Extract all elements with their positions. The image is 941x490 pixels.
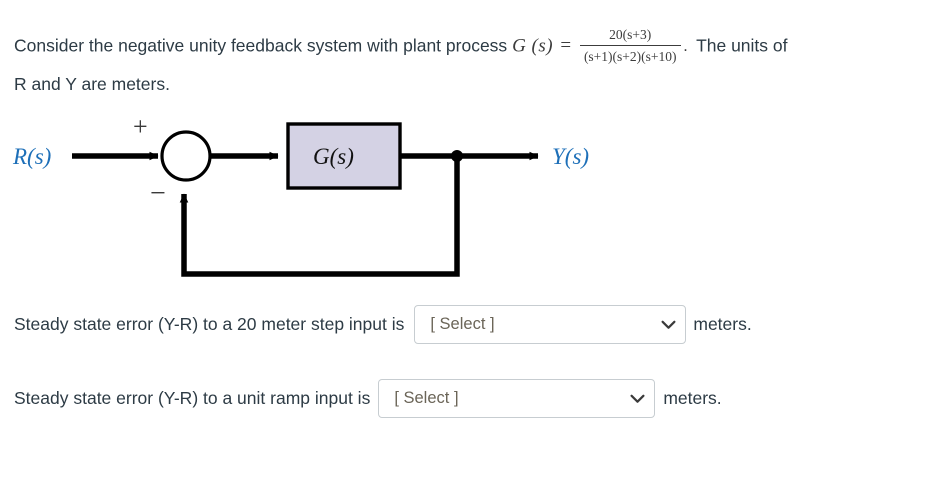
unit-label-step: meters.: [693, 314, 752, 334]
question-prompt: Consider the negative unity feedback sys…: [14, 26, 929, 101]
question-text-ramp: Steady state error (Y-R) to a unit ramp …: [14, 388, 371, 408]
output-label: Y(s): [552, 144, 590, 169]
prompt-line1-tail: The units of: [696, 35, 788, 56]
equals-sign: =: [560, 35, 572, 57]
question-row-ramp: Steady state error (Y-R) to a unit ramp …: [14, 379, 722, 418]
plant-block-label: G(s): [313, 144, 354, 169]
summing-junction: [160, 130, 212, 182]
chevron-down-icon: [655, 306, 681, 343]
minus-sign-label: −: [150, 178, 166, 209]
fraction-numerator: 20(s+3): [609, 27, 652, 42]
block-diagram-svg: [72, 122, 539, 277]
question-text-step: Steady state error (Y-R) to a 20 meter s…: [14, 314, 405, 334]
prompt-line2: R and Y are meters.: [14, 74, 170, 95]
fraction-denominator: (s+1)(s+2)(s+10): [579, 45, 681, 66]
plant-symbol: G (s): [512, 35, 554, 57]
prompt-line1-text: Consider the negative unity feedback sys…: [14, 35, 508, 56]
select-step-error-value: [ Select ]: [430, 315, 495, 333]
transfer-function-fraction: 20(s+3) (s+1)(s+2)(s+10): [579, 25, 681, 66]
question-row-step: Steady state error (Y-R) to a 20 meter s…: [14, 305, 752, 344]
sentence-period: .: [683, 38, 688, 56]
feedback-path: [179, 156, 460, 277]
chevron-down-icon: [624, 380, 650, 417]
select-ramp-error[interactable]: [ Select ]: [378, 379, 656, 418]
unit-label-ramp: meters.: [663, 388, 722, 408]
block-diagram: R(s) Y(s) + − G(s): [0, 108, 640, 293]
select-step-error[interactable]: [ Select ]: [414, 305, 687, 344]
input-label: R(s): [13, 144, 52, 169]
plus-sign-label: +: [133, 112, 148, 141]
select-ramp-error-value: [ Select ]: [394, 389, 459, 407]
